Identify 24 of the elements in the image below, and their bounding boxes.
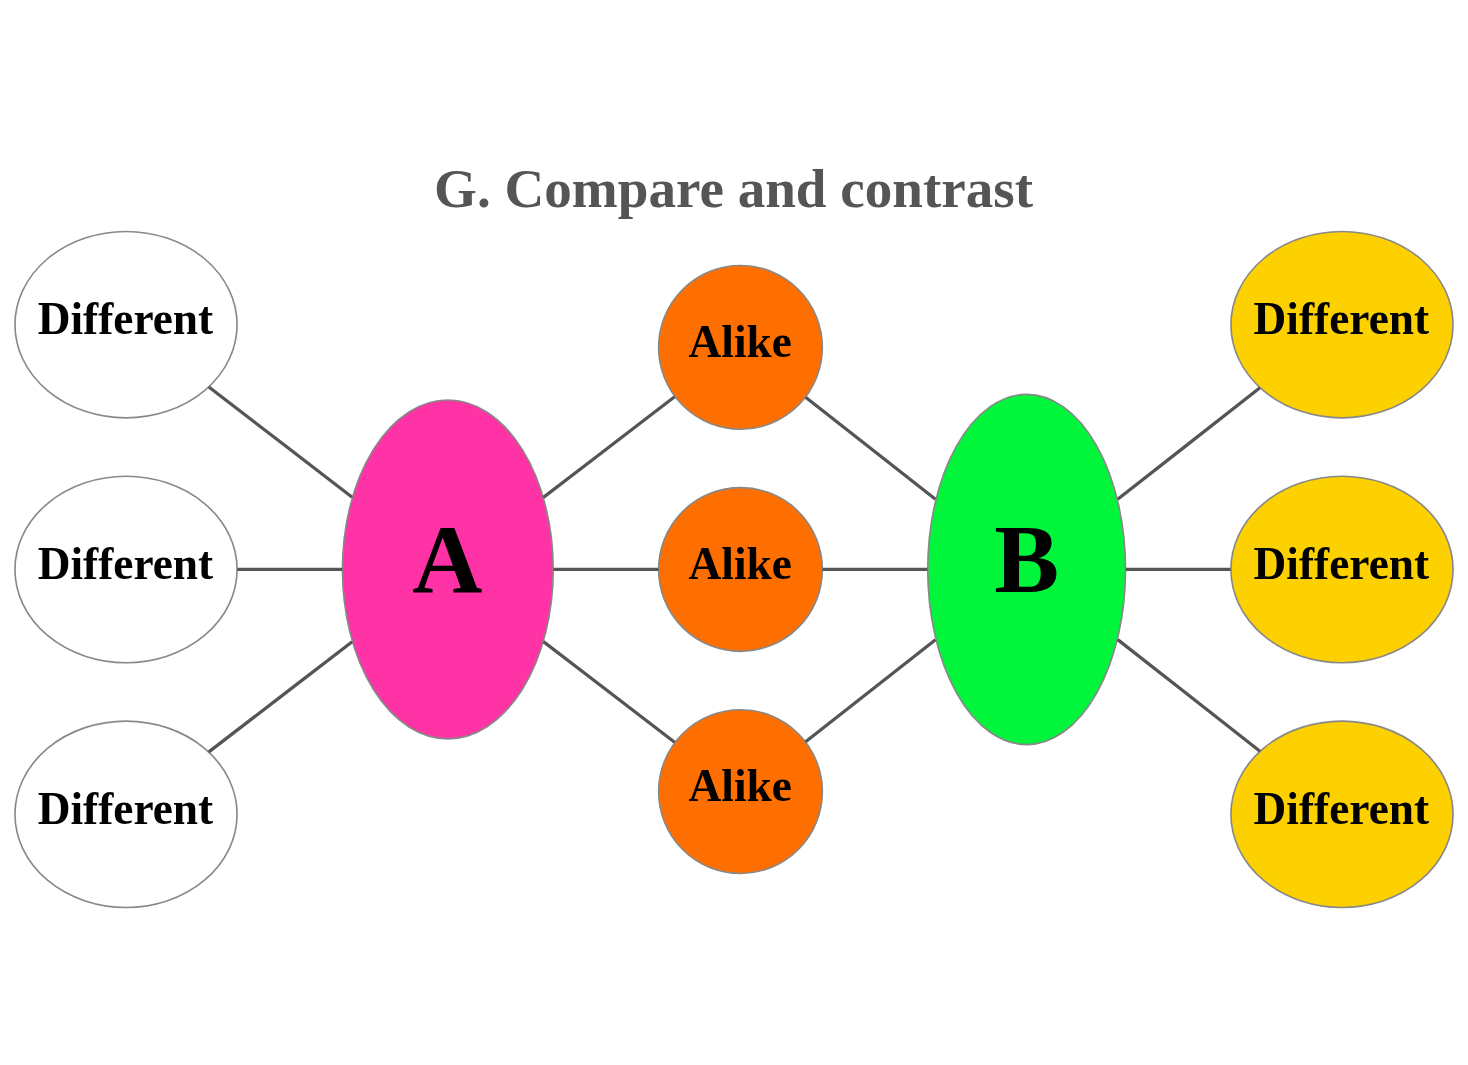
- connector: [207, 385, 354, 498]
- connector: [804, 638, 937, 743]
- connector: [1125, 567, 1231, 571]
- connector: [237, 567, 343, 571]
- node-ellipse: B: [926, 393, 1127, 745]
- node-ellipse: Different: [14, 230, 238, 419]
- diagram-title: G. Compare and contrast: [434, 157, 1034, 219]
- connector: [1116, 385, 1261, 501]
- connector: [1116, 637, 1261, 752]
- node-ellipse: Different: [1230, 230, 1454, 419]
- connector: [542, 639, 676, 744]
- node-circle: Alike: [657, 486, 824, 652]
- connector: [542, 394, 676, 499]
- node-ellipse: Different: [14, 474, 238, 663]
- connector: [804, 395, 937, 500]
- connector: [553, 567, 659, 571]
- node-circle: Alike: [657, 708, 824, 874]
- connector: [822, 567, 928, 571]
- node-circle: Alike: [657, 264, 824, 430]
- node-ellipse: Different: [14, 719, 238, 908]
- node-ellipse: A: [341, 398, 555, 740]
- node-ellipse: Different: [1230, 474, 1454, 663]
- connector: [207, 639, 354, 753]
- node-ellipse: Different: [1230, 719, 1454, 908]
